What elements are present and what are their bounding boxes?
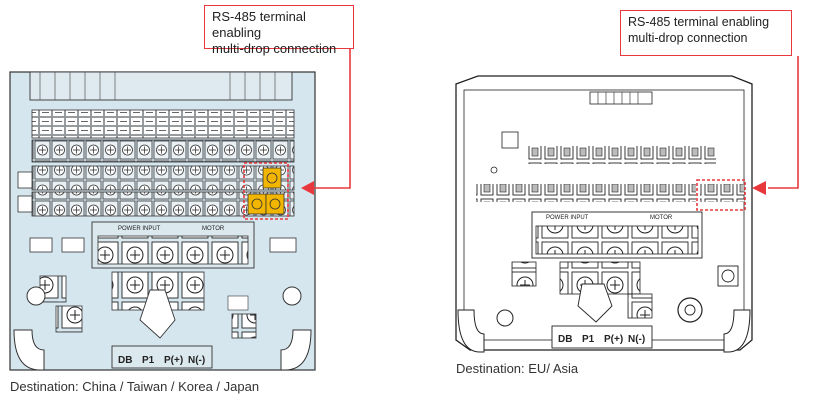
left-db-label: DB	[118, 355, 132, 366]
right-callout-line-2: multi-drop connection	[628, 31, 748, 45]
right-p1-label: P1	[582, 334, 595, 345]
left-inverter-drawing: POWER INPUT MOTOR DB P1 P(+) N(-)	[9, 71, 316, 371]
right-arrowhead	[752, 181, 766, 195]
right-p-plus-label: P(+)	[604, 334, 623, 345]
left-power-input-label: POWER INPUT	[118, 226, 161, 232]
left-n-minus-label: N(-)	[188, 355, 205, 366]
right-destination-caption: Destination: EU/ Asia	[456, 361, 579, 376]
left-terminal-labels	[31, 109, 295, 139]
left-highlight-box	[243, 162, 289, 220]
right-rs485-callout: RS-485 terminal enabling multi-drop conn…	[620, 10, 792, 56]
right-callout-line	[768, 56, 799, 189]
right-control-terminal-row-1	[528, 146, 716, 164]
left-callout-line	[312, 49, 351, 189]
left-p-plus-label: P(+)	[164, 355, 183, 366]
right-highlight-box	[696, 179, 746, 211]
left-motor-label: MOTOR	[202, 226, 225, 232]
left-arrowhead	[301, 181, 314, 195]
left-callout-line-2: multi-drop connection	[212, 41, 337, 56]
right-motor-label: MOTOR	[650, 215, 673, 221]
right-power-input-label: POWER INPUT	[546, 215, 589, 221]
left-callout-line-1: RS-485 terminal enabling	[212, 9, 306, 40]
right-control-terminal-row-2	[476, 184, 696, 202]
right-dc-terminal-row	[551, 325, 653, 349]
left-p1-label: P1	[142, 355, 155, 366]
left-rs485-callout: RS-485 terminal enabling multi-drop conn…	[204, 5, 354, 56]
right-n-minus-label: N(-)	[628, 334, 645, 345]
left-rs485-terminals	[243, 162, 289, 220]
right-callout-line-1: RS-485 terminal enabling	[628, 15, 770, 29]
left-destination-caption: Destination: China / Taiwan / Korea / Ja…	[10, 379, 260, 394]
left-dc-terminal-row	[111, 345, 213, 369]
right-inverter-drawing: POWER INPUT MOTOR DB P1 P(+) N(-)	[455, 75, 753, 353]
left-control-terminal-row-1	[31, 139, 295, 163]
right-db-label: DB	[558, 334, 572, 345]
